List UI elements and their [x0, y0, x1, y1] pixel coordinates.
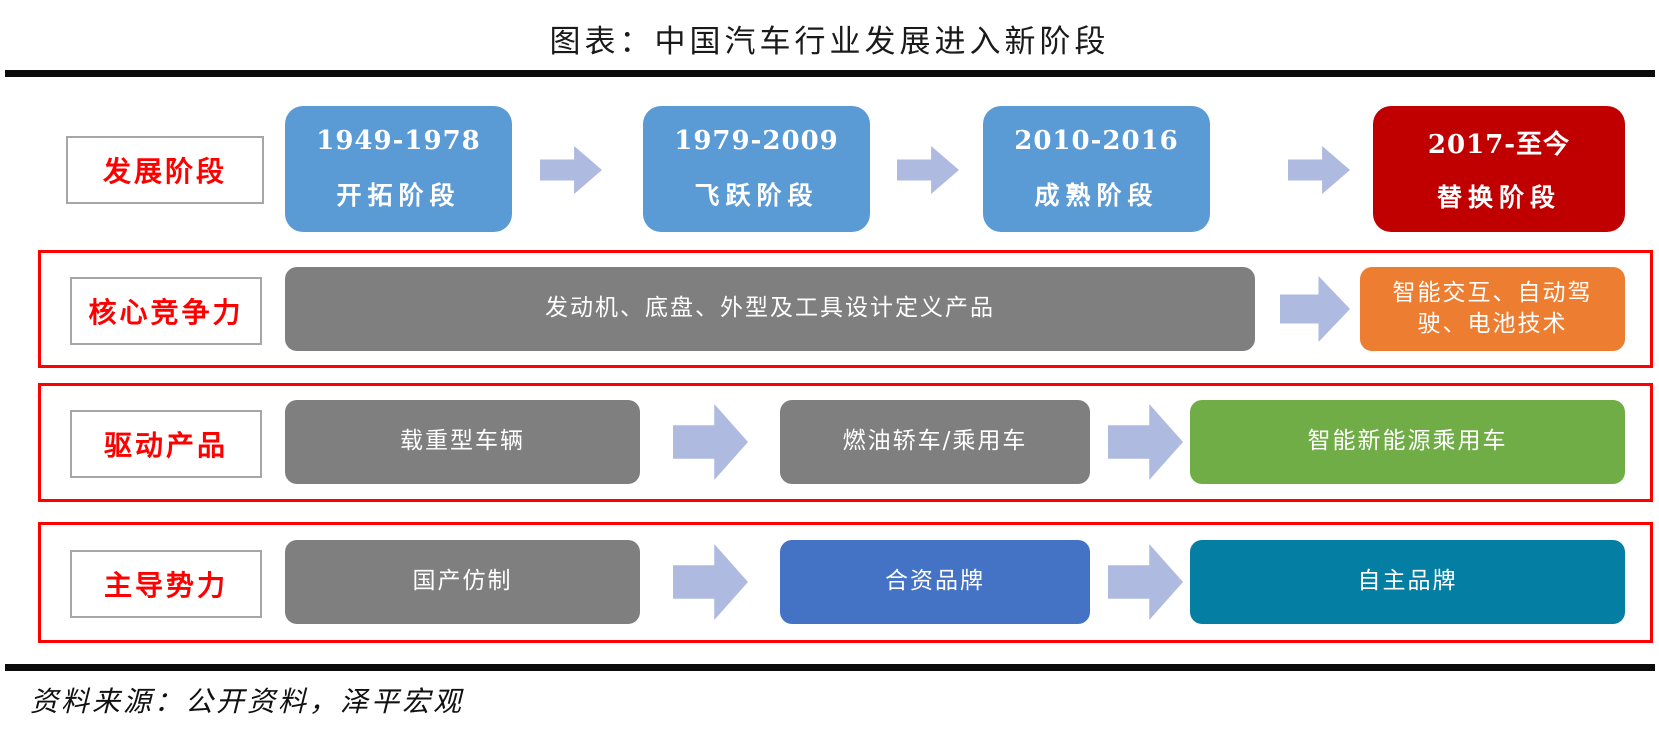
row-label-development: 发展阶段: [66, 136, 264, 204]
node-fuel-cars: 燃油轿车/乘用车: [780, 400, 1090, 484]
row-label-products: 驱动产品: [70, 410, 262, 478]
band-dominant-forces: [38, 522, 1653, 643]
arrow-right-icon: [897, 146, 959, 194]
stage-box-2010-2016: 2010-2016 成熟阶段: [983, 106, 1210, 232]
top-divider: [5, 70, 1655, 77]
band-core-competitiveness: [38, 250, 1653, 368]
source-note: 资料来源：公开资料，泽平宏观: [30, 685, 465, 718]
stage-period: 1979-2009: [674, 126, 839, 156]
arrow-right-icon: [1288, 146, 1350, 194]
row-label-forces: 主导势力: [70, 550, 262, 618]
stage-period: 1949-1978: [316, 126, 481, 156]
arrow-right-icon: [540, 146, 602, 194]
stage-name: 替换阶段: [1436, 183, 1561, 213]
stage-period: 2010-2016: [1014, 126, 1179, 156]
node-joint-venture-brands: 合资品牌: [780, 540, 1090, 624]
stage-period: 2017-至今: [1427, 129, 1571, 160]
node-domestic-imitation: 国产仿制: [285, 540, 640, 624]
node-independent-brands: 自主品牌: [1190, 540, 1625, 624]
band-driving-products: [38, 383, 1653, 502]
stage-name: 飞跃阶段: [694, 181, 819, 210]
stage-box-2017-now: 2017-至今 替换阶段: [1373, 106, 1625, 232]
diagram-title: 图表：中国汽车行业发展进入新阶段: [549, 24, 1110, 60]
bottom-divider: [5, 664, 1655, 671]
stage-name: 开拓阶段: [336, 181, 461, 210]
stage-box-1979-2009: 1979-2009 飞跃阶段: [643, 106, 870, 232]
node-smart-ev: 智能新能源乘用车: [1190, 400, 1625, 484]
node-traditional-competitiveness: 发动机、底盘、外型及工具设计定义产品: [285, 267, 1255, 351]
node-heavy-trucks: 载重型车辆: [285, 400, 640, 484]
node-new-competitiveness: 智能交互、自动驾驶、电池技术: [1360, 267, 1625, 351]
stage-name: 成熟阶段: [1034, 181, 1159, 210]
row-label-competitiveness: 核心竞争力: [70, 277, 262, 345]
stage-box-1949-1978: 1949-1978 开拓阶段: [285, 106, 512, 232]
